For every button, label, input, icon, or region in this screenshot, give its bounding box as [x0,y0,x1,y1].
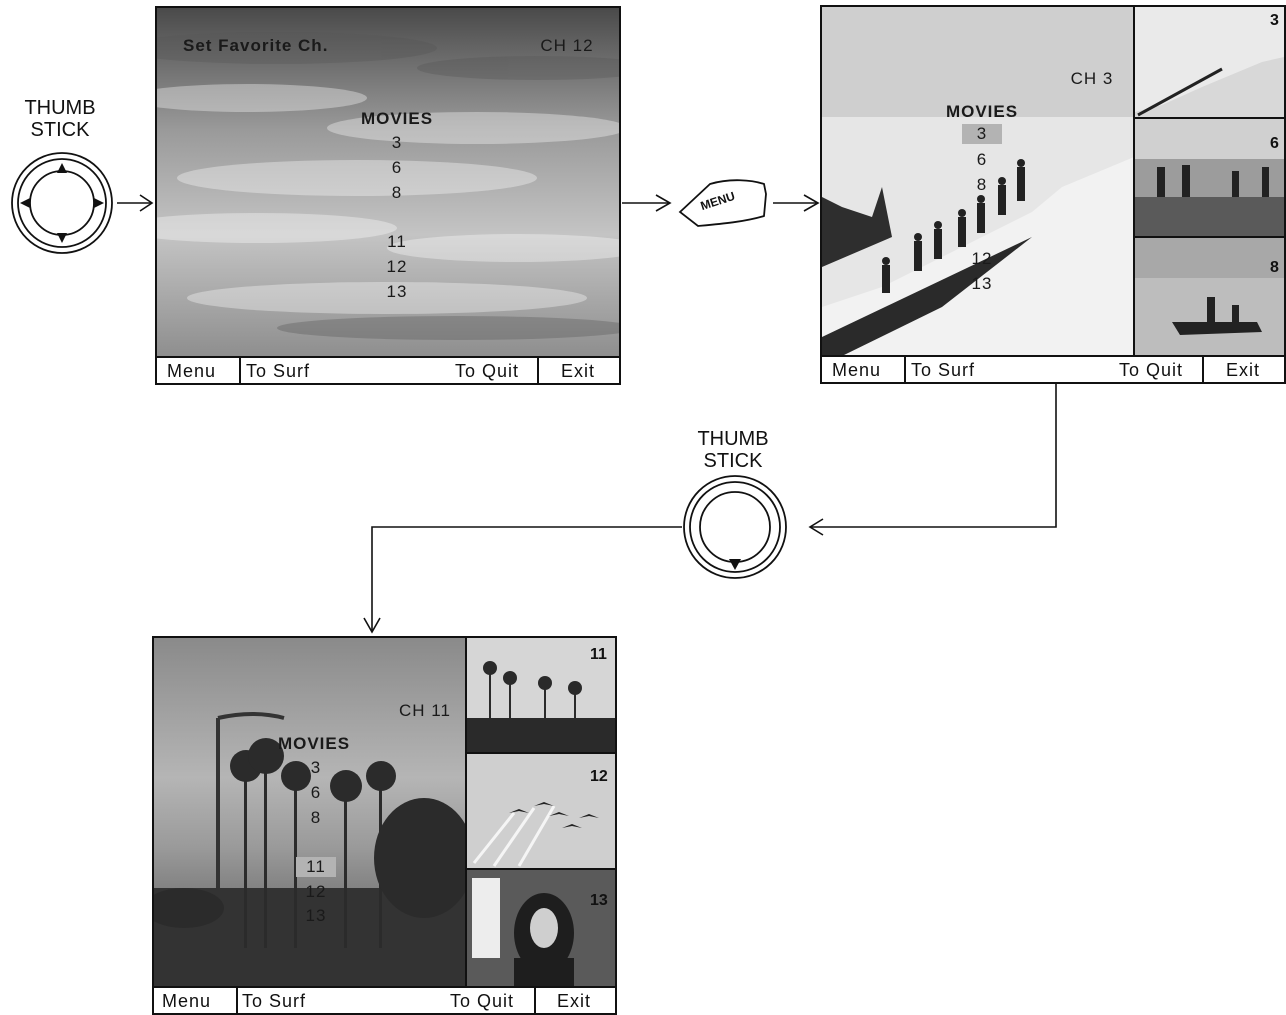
thumbnail-channel-number: 11 [590,646,607,663]
channel-list-item[interactable]: 3 [391,133,403,152]
menu-button[interactable] [670,172,774,234]
channel-list-item[interactable]: 13 [305,906,327,925]
thumbnail-channel-number: 12 [590,768,608,785]
menu-label[interactable]: Menu [167,361,217,381]
channel-indicator: CH 12 [540,36,594,55]
to-surf-label[interactable]: To Surf [911,360,976,380]
bottom-bar: Menu To Surf To Quit Exit [154,986,615,1013]
bottom-bar: Menu To Surf To Quit Exit [822,355,1284,382]
to-quit-label[interactable]: To Quit [450,991,515,1011]
thumbstick-down-icon [683,475,787,579]
thumbnail-channel-number: 3 [1270,12,1279,29]
channel-list-item[interactable]: 11 [387,232,407,251]
screen-title: Set Favorite Ch. [183,36,329,55]
channel-list-item[interactable]: 13 [386,282,408,301]
category-heading: MOVIES [945,102,1019,121]
screen-channel-11: CH 11 MOVIES 3 6 8 11 12 13 11 12 13 Men… [152,636,617,1015]
channel-list-item[interactable]: 8 [391,183,403,202]
to-quit-label[interactable]: To Quit [1119,360,1184,380]
thumbnail-channel-number: 6 [1270,135,1279,152]
channel-indicator: CH 3 [1070,69,1114,88]
channel-list-item[interactable]: 8 [976,175,988,194]
channel-list-item[interactable]: 3 [310,758,322,777]
exit-label[interactable]: Exit [1226,360,1261,380]
left-thumbstick-label: THUMB STICK [24,97,96,141]
cloud-sky-image [157,8,619,357]
thumbnail-channel-number: 8 [1270,259,1279,276]
thumbnail-channel-number: 13 [590,892,608,909]
menu-label[interactable]: Menu [832,360,882,380]
screen-set-favorite: Set Favorite Ch. CH 12 MOVIES 3 6 8 11 1… [155,6,621,385]
mountain-climbers-image [822,7,1284,356]
to-surf-label[interactable]: To Surf [242,991,307,1011]
exit-label[interactable]: Exit [557,991,592,1011]
palm-trees-image [154,638,615,987]
center-thumbstick-label: THUMB STICK [697,428,769,472]
channel-list-item[interactable]: 12 [971,249,993,268]
screen-channel-3: CH 3 MOVIES 3 6 8 12 13 3 6 8 Menu To Su… [820,5,1286,384]
channel-list-item[interactable]: 6 [310,783,322,802]
menu-label[interactable]: Menu [162,991,212,1011]
to-surf-label[interactable]: To Surf [246,361,311,381]
channel-list-item[interactable]: 6 [391,158,403,177]
bottom-bar: Menu To Surf To Quit Exit [157,356,619,383]
category-heading: MOVIES [360,109,434,128]
channel-list-item[interactable]: 13 [971,274,993,293]
to-quit-label[interactable]: To Quit [455,361,520,381]
category-heading: MOVIES [277,734,351,753]
exit-label[interactable]: Exit [561,361,596,381]
channel-indicator: CH 11 [399,701,451,720]
channel-list-item-selected[interactable]: 11 [296,857,336,877]
channel-list-item[interactable]: 8 [310,808,322,827]
channel-list-item[interactable]: 6 [976,150,988,169]
channel-list-item[interactable]: 12 [305,882,327,901]
channel-list-item-selected[interactable]: 3 [962,124,1002,144]
thumbstick-four-way-icon [11,152,113,254]
channel-list-item[interactable]: 12 [386,257,408,276]
